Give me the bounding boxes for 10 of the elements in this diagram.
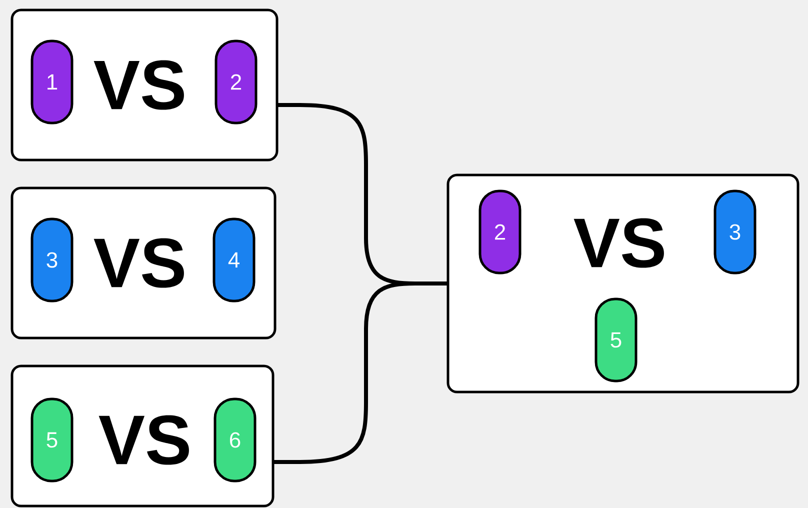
player-pill: 3: [714, 190, 756, 274]
player-pill: 5: [594, 298, 638, 382]
player-pill: 2: [478, 190, 522, 274]
player-pill: 4: [212, 218, 256, 302]
player-pill: 1: [30, 40, 74, 124]
player-pill: 6: [214, 398, 256, 482]
player-pill: 2: [214, 40, 258, 124]
player-pill: 3: [30, 218, 74, 302]
player-pill: 5: [30, 398, 74, 482]
brace-connector: [272, 282, 449, 464]
